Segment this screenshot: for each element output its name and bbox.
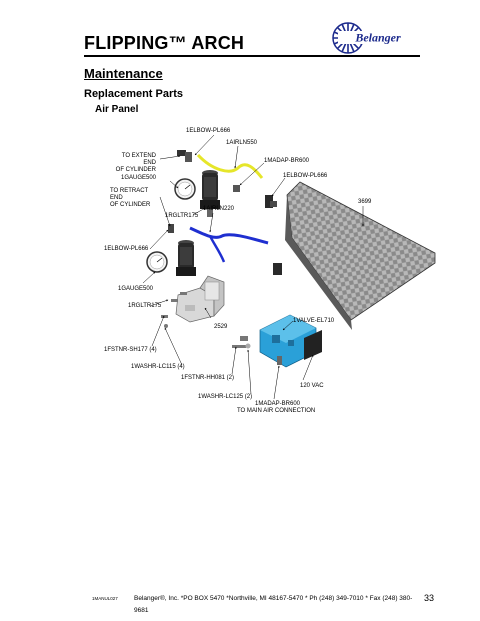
label-madap-top: 1MADAP-BR600 <box>264 158 310 164</box>
page-number: 33 <box>423 593 434 603</box>
company-address: Belanger®, Inc. *PO BOX 5470 *Northville… <box>134 595 413 614</box>
diamond-plate-panel <box>285 181 436 330</box>
label-3699: 3699 <box>358 199 372 205</box>
label-to-retract: TO RETRACT END OF CYLINDER <box>110 188 151 208</box>
label-to-extend: TO EXTEND END OF CYLINDER <box>115 153 156 173</box>
label-gauge-bottom: 1GAUGE500 <box>118 286 154 292</box>
label-120vac: 120 VAC <box>300 383 324 389</box>
subsection-heading: Replacement Parts <box>84 88 184 100</box>
label-madap-bottom: 1MADAP-BR600 <box>255 401 301 407</box>
gauge-top-part <box>174 178 196 200</box>
label-airln550: 1AIRLN550 <box>226 140 258 146</box>
section-heading: Maintenance <box>84 66 163 81</box>
elbow-top-part <box>177 150 192 162</box>
regulator-top-part <box>200 170 220 217</box>
label-airln220: 1AIRLN220 <box>203 206 235 212</box>
label-elbow-top: 1ELBOW-PL666 <box>186 128 231 134</box>
label-2529: 2529 <box>214 324 228 330</box>
mounting-bracket <box>175 275 225 323</box>
yellow-hose <box>196 153 264 179</box>
page-title: FLIPPING™ ARCH <box>84 33 245 53</box>
label-rgltr-bottom: 1RGLTR175 <box>128 303 162 309</box>
gauge-bottom-part <box>146 251 168 273</box>
screws <box>161 292 251 349</box>
label-washr-lc125: 1WASHR-LC125 (2) <box>198 394 253 400</box>
header-rule <box>84 55 420 57</box>
elbow-right-part <box>265 195 277 208</box>
elbow-valve-part <box>273 263 282 275</box>
label-to-main: TO MAIN AIR CONNECTION <box>237 408 316 414</box>
blue-hose <box>189 226 269 245</box>
panel-heading: Air Panel <box>95 104 139 115</box>
valve-part <box>259 314 322 368</box>
regulator-bottom-part <box>176 240 196 276</box>
label-elbow-right: 1ELBOW-PL666 <box>283 173 328 179</box>
label-rgltr-top: 1RGLTR175 <box>165 213 199 219</box>
label-fstnr-hh081: 1FSTNR-HH081 (2) <box>181 375 235 381</box>
label-fstnr-sh177: 1FSTNR-SH177 (4) <box>104 347 157 353</box>
logo-text: Belanger <box>354 31 401 45</box>
blue-hose-branch <box>208 235 226 263</box>
fitting-top <box>233 185 240 192</box>
label-valve: 1VALVE-EL710 <box>293 318 335 324</box>
belanger-logo: Belanger <box>332 22 418 54</box>
label-gauge-top: 1GAUGE500 <box>121 175 157 181</box>
page-footer: 1MANUL027 Belanger®, Inc. *PO BOX 5470 *… <box>84 593 434 614</box>
label-washr-lc115: 1WASHR-LC115 (4) <box>131 364 185 370</box>
manual-code: 1MANUL027 <box>92 596 118 601</box>
elbow-left-part <box>168 224 174 233</box>
label-elbow-left: 1ELBOW-PL666 <box>104 246 149 252</box>
